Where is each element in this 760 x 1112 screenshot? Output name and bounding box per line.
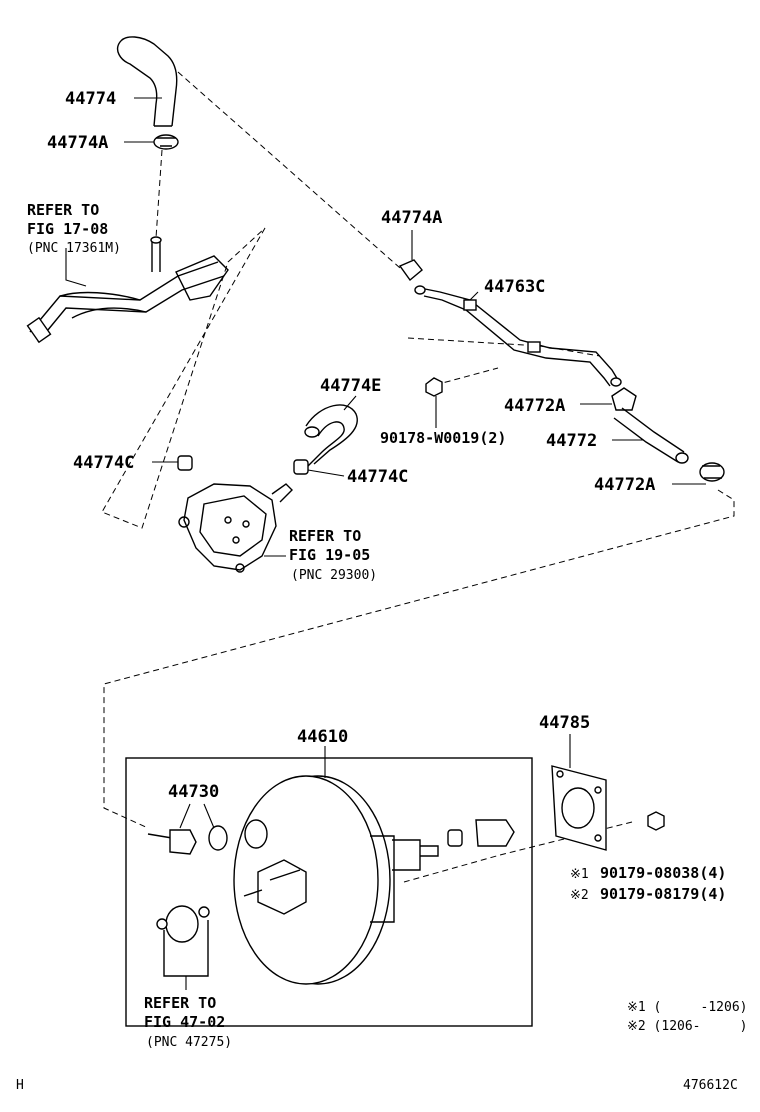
footnote-2: ※2 (1206- ): [627, 1019, 747, 1034]
footnote-1: ※1 ( -1206): [627, 1000, 747, 1015]
vacuum-pipe-assembly-left[interactable]: [26, 236, 229, 344]
leader-lines: [65, 97, 706, 990]
ref1-line3: (PNC 17361M): [27, 241, 121, 256]
hose-44774[interactable]: [116, 36, 178, 127]
assembly-box-44610: [125, 757, 533, 1027]
label-44772: 44772: [546, 431, 597, 451]
clip-44774C-right[interactable]: [293, 459, 309, 475]
figure-code: 476612C: [683, 1078, 738, 1093]
label-90179-1: 90179-08038(4): [600, 864, 726, 882]
label-44774C-left: 44774C: [73, 453, 134, 473]
label-90179-2-mark: ※2: [570, 888, 589, 903]
label-90179-1-mark: ※1: [570, 867, 589, 882]
grommet-and-nuts[interactable]: [156, 905, 210, 977]
label-44610: 44610: [297, 727, 348, 747]
footnotes: ※1 ( -1206) ※2 (1206- ): [627, 1000, 747, 1034]
reference-17-08: REFER TO FIG 17-08 (PNC 17361M): [27, 201, 121, 256]
vacuum-pump[interactable]: [178, 483, 293, 573]
clevis[interactable]: [447, 819, 515, 847]
nut-90179[interactable]: [647, 811, 665, 831]
ref3-line2: FIG 47-02: [144, 1013, 225, 1031]
clip-44774C-left[interactable]: [177, 455, 193, 471]
gasket-44785[interactable]: [551, 765, 607, 851]
clip-44772A-upper[interactable]: [611, 387, 637, 411]
label-44763C: 44763C: [484, 277, 545, 297]
label-44772A-upper: 44772A: [504, 396, 565, 416]
ref3-line3: (PNC 47275): [146, 1035, 232, 1050]
clip-44772A-lower[interactable]: [699, 462, 725, 482]
label-44774A-top: 44774A: [47, 133, 108, 153]
label-90178: 90178-W0019(2): [380, 429, 506, 447]
label-44774C-right: 44774C: [347, 467, 408, 487]
label-44730: 44730: [168, 782, 219, 802]
clip-44774A-mid[interactable]: [398, 259, 423, 282]
reference-19-05: REFER TO FIG 19-05 (PNC 29300): [289, 527, 377, 583]
check-valve-44730[interactable]: [147, 819, 268, 855]
ref3-line1: REFER TO: [144, 994, 216, 1012]
clip-44774A-top[interactable]: [153, 134, 179, 150]
ref2-line3: (PNC 29300): [291, 568, 377, 583]
brake-booster[interactable]: [233, 775, 439, 985]
label-44774: 44774: [65, 89, 116, 109]
label-44774E: 44774E: [320, 376, 381, 396]
part-labels: 44774 44774A 44774A 44763C 44774E 44774C…: [47, 89, 726, 903]
label-44785: 44785: [539, 713, 590, 733]
ref2-line2: FIG 19-05: [289, 546, 370, 564]
pipe-44763C[interactable]: [414, 285, 622, 387]
ref1-line2: FIG 17-08: [27, 220, 108, 238]
label-44772A-lower: 44772A: [594, 475, 655, 495]
corner-mark-h: H: [16, 1078, 24, 1093]
reference-47-02: REFER TO FIG 47-02 (PNC 47275): [144, 994, 232, 1050]
bolt-90178[interactable]: [425, 377, 443, 397]
label-90179-2: 90179-08179(4): [600, 885, 726, 903]
ref1-line1: REFER TO: [27, 201, 99, 219]
hose-44774E[interactable]: [304, 404, 358, 467]
ref2-line1: REFER TO: [289, 527, 361, 545]
label-44774A-mid: 44774A: [381, 208, 442, 228]
hose-44772[interactable]: [613, 407, 689, 464]
